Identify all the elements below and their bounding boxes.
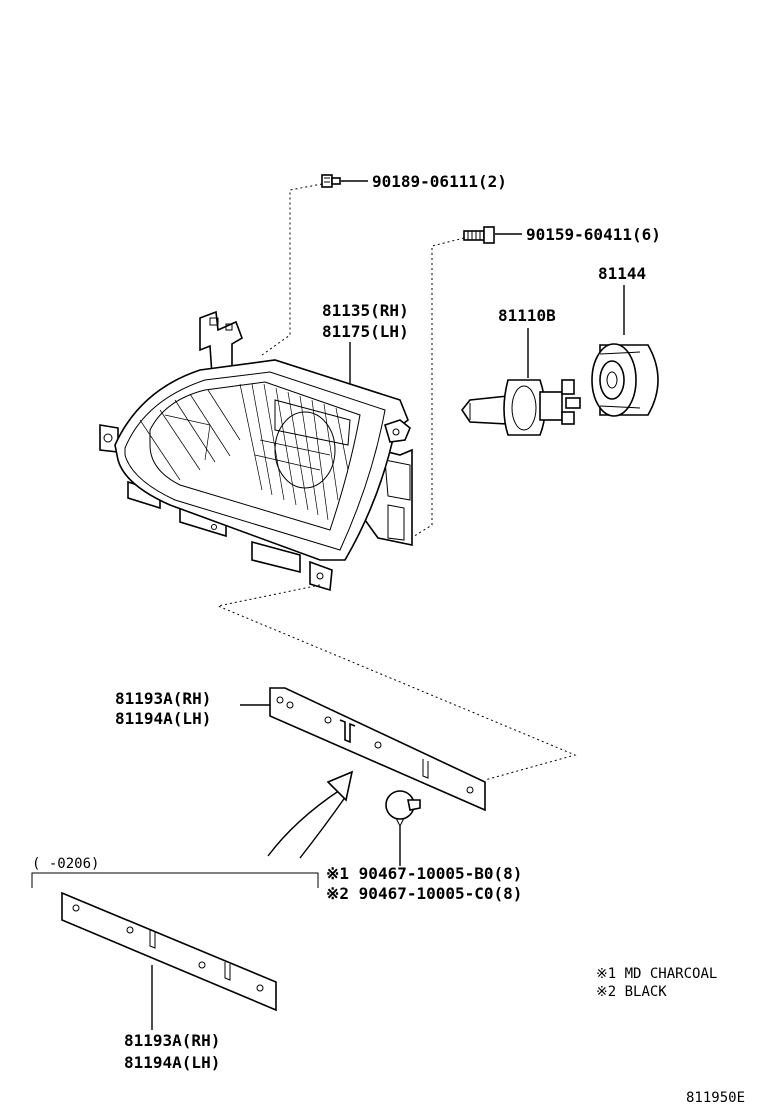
install-arrow-icon [267, 770, 354, 859]
label-bulb: 81110B [498, 306, 556, 325]
bolt-top-icon [321, 174, 341, 188]
label-screw: 90159-60411(6) [526, 225, 661, 244]
socket-cover-icon [591, 343, 659, 417]
label-bracket-upper-lh: 81194A(LH) [115, 709, 211, 728]
dotted-leader-bolt-top [261, 183, 323, 356]
label-bracket-upper-rh: 81193A(RH) [115, 689, 211, 708]
label-bolt-top: 90189-06111(2) [372, 172, 507, 191]
label-bracket-lower-rh: 81193A(RH) [124, 1031, 220, 1050]
date-range-bracket [31, 872, 319, 888]
dotted-leader-screw [399, 237, 465, 546]
diagram-code: 811950E [686, 1090, 745, 1106]
legend-note-2: ※2 BLACK [596, 984, 667, 1000]
bulb-icon [461, 379, 581, 436]
label-lamp-rh: 81135(RH) [322, 301, 409, 320]
legend-note-1: ※1 MD CHARCOAL [596, 966, 717, 982]
headlamp-assembly-icon [99, 310, 413, 592]
label-clip-1: ※1 90467-10005-B0(8) [326, 864, 522, 883]
label-bracket-lower-lh: 81194A(LH) [124, 1053, 220, 1072]
label-clip-2: ※2 90467-10005-C0(8) [326, 884, 522, 903]
screw-icon [463, 226, 495, 244]
bracket-lower-icon [61, 891, 277, 1012]
label-lamp-lh: 81175(LH) [322, 322, 409, 341]
clip-icon [385, 790, 421, 828]
bracket-upper-icon [269, 687, 486, 812]
label-socket: 81144 [598, 264, 646, 283]
label-date-range: ( -0206) [32, 856, 99, 872]
